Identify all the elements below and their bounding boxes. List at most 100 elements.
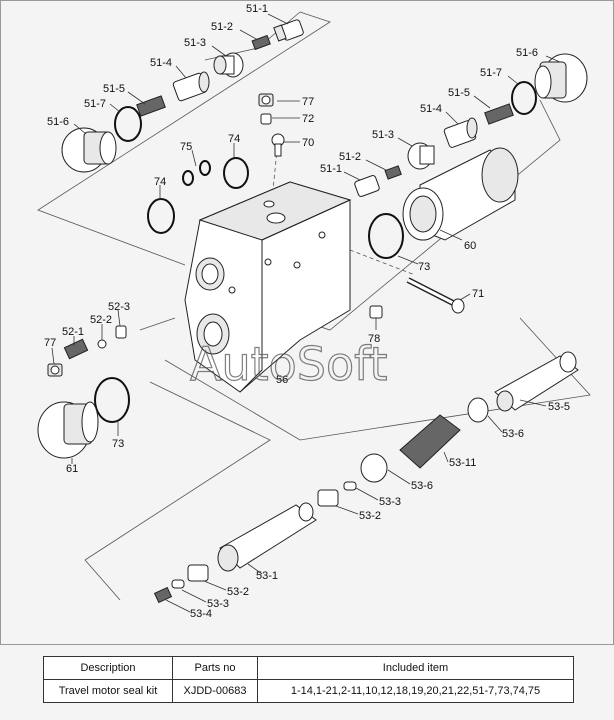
label-51-3-top: 51-3 [184, 37, 206, 49]
watermark: AutoSoft [190, 337, 388, 391]
label-52-2: 52-2 [90, 314, 112, 326]
label-72: 72 [302, 113, 314, 125]
label-51-6-right: 51-6 [516, 47, 538, 59]
label-53-2-mid: 53-2 [359, 510, 381, 522]
cylinder-60 [402, 147, 519, 241]
exploded-parts-diagram: 51-1 51-2 51-3 51-4 51-5 51-7 51-6 51-6 … [0, 0, 614, 645]
plug-77-left [47, 363, 63, 377]
label-71: 71 [472, 288, 484, 300]
guide-line-top-left [37, 11, 331, 266]
seal-kit-table: Description Parts no Included item Trave… [43, 656, 574, 703]
plug-51-1-top [273, 19, 304, 42]
label-53-5: 53-5 [548, 401, 570, 413]
o-ring-73-left [94, 377, 130, 423]
spring-53-4 [153, 586, 173, 604]
label-53-2-low: 53-2 [227, 586, 249, 598]
seat-53-6-right [467, 397, 489, 423]
label-51-2-top: 51-2 [211, 21, 233, 33]
spring-53-11 [399, 414, 461, 469]
orifice-51-2-top [251, 34, 271, 51]
label-51-1-top: 51-1 [246, 3, 268, 15]
label-51-2-right: 51-2 [339, 151, 361, 163]
label-51-6-left: 51-6 [47, 116, 69, 128]
label-51-4-right: 51-4 [420, 103, 442, 115]
label-73-left: 73 [112, 438, 124, 450]
label-52-1: 52-1 [62, 326, 84, 338]
orifice-51-2-right [384, 165, 402, 180]
label-73-right: 73 [418, 261, 430, 273]
label-53-4: 53-4 [190, 608, 212, 620]
label-52-3: 52-3 [108, 301, 130, 313]
label-51-7-left: 51-7 [84, 98, 106, 110]
table-header-row: Description Parts no Included item [43, 656, 574, 680]
label-51-3-right: 51-3 [372, 129, 394, 141]
label-61: 61 [66, 463, 78, 475]
valve-housing-56 [184, 181, 352, 393]
o-ring-74-left [147, 198, 175, 234]
label-74-top: 74 [228, 133, 240, 145]
label-53-6-mid: 53-6 [411, 480, 433, 492]
spring-51-5-right [484, 103, 514, 125]
cap-61 [37, 401, 99, 459]
table-row: Travel motor seal kit XJDD-00683 1-14,1-… [43, 679, 574, 703]
spool-53-1 [217, 502, 317, 572]
label-53-3-low: 53-3 [207, 598, 229, 610]
sleeve-53-5 [494, 351, 579, 412]
label-78: 78 [368, 333, 380, 345]
spring-52-1 [63, 338, 89, 360]
plug-52-3 [115, 325, 127, 339]
label-53-3-mid: 53-3 [379, 496, 401, 508]
axis-line-bolt [349, 249, 416, 276]
leader-lines [51, 13, 561, 613]
seat-53-6-mid [360, 453, 388, 483]
cell-description: Travel motor seal kit [43, 679, 173, 703]
label-53-11: 53-11 [449, 457, 476, 469]
label-51-4-top: 51-4 [150, 57, 172, 69]
spacer-53-2-mid [317, 489, 339, 507]
guide-line-lower-right [164, 317, 591, 441]
poppet-51-4-right [443, 117, 478, 148]
guide-line-lower-left [84, 381, 271, 561]
plug-77-top [258, 93, 274, 107]
guide-line-bottom [84, 559, 121, 601]
o-ring-73-right [368, 213, 404, 259]
spring-seat-51-3-right [407, 142, 435, 170]
ball-52-2 [97, 339, 107, 349]
label-53-6-right: 53-6 [502, 428, 524, 440]
spring-51-5-top [136, 95, 166, 117]
bolt-71 [406, 277, 465, 314]
pin-53-3-mid [343, 481, 357, 491]
label-74-left: 74 [154, 176, 166, 188]
plug-51-1-right [354, 175, 380, 197]
label-51-5-right: 51-5 [448, 87, 470, 99]
orifice-72 [260, 113, 272, 125]
plug-70 [271, 133, 285, 157]
o-ring-51-7-top [114, 106, 142, 142]
header-description: Description [43, 656, 173, 680]
cell-parts-no: XJDD-00683 [172, 679, 258, 703]
pin-78 [369, 305, 383, 319]
label-56: 56 [276, 374, 288, 386]
o-ring-74-top [223, 157, 249, 189]
label-51-1-right: 51-1 [320, 163, 342, 175]
guide-line-left [139, 317, 176, 331]
o-rings-75 [182, 160, 211, 186]
plug-51-6-top [61, 127, 117, 173]
cell-included-item: 1-14,1-21,2-11,10,12,18,19,20,21,22,51-7… [257, 679, 574, 703]
label-53-1: 53-1 [256, 570, 278, 582]
label-70: 70 [302, 137, 314, 149]
header-parts-no: Parts no [172, 656, 258, 680]
plug-51-6-right [534, 53, 588, 103]
label-77-left: 77 [44, 337, 56, 349]
label-51-7-right: 51-7 [480, 67, 502, 79]
spring-seat-51-3-top [213, 52, 244, 78]
spacer-53-2-low [187, 564, 209, 582]
label-60: 60 [464, 240, 476, 252]
pin-53-3-low [171, 579, 185, 589]
label-75: 75 [180, 141, 192, 153]
label-51-5-left: 51-5 [103, 83, 125, 95]
header-included-item: Included item [257, 656, 574, 680]
poppet-51-4-top [172, 71, 210, 102]
label-77-top: 77 [302, 96, 314, 108]
